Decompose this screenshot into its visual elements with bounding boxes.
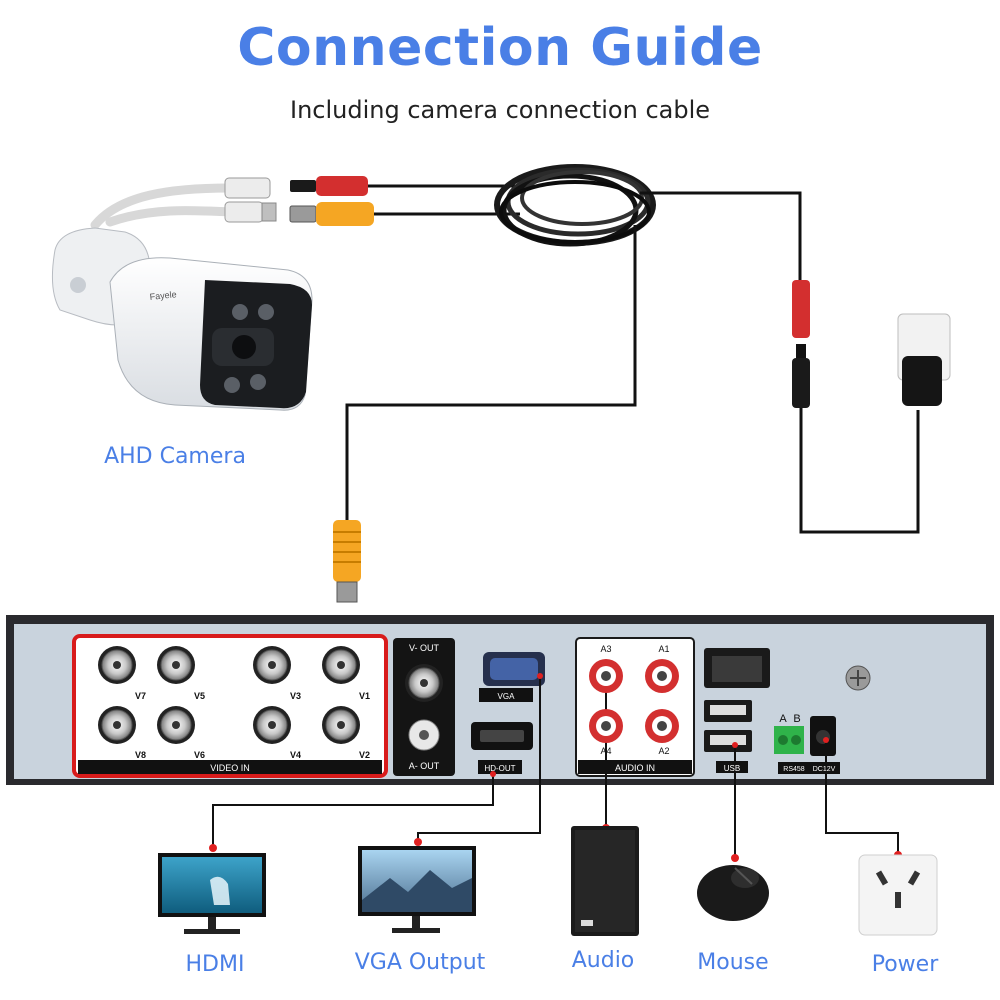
peripheral-cables bbox=[212, 672, 899, 858]
a-out-label: A- OUT bbox=[409, 761, 440, 771]
page-subtitle: Including camera connection cable bbox=[289, 96, 711, 124]
port-label-v7: V7 bbox=[135, 691, 146, 701]
a-out-pin bbox=[419, 730, 429, 740]
video-in-v4-pin bbox=[268, 721, 276, 729]
dc-label: DC12V bbox=[813, 766, 836, 773]
video-in-v8-pin bbox=[113, 721, 121, 729]
port-label-v6: V6 bbox=[194, 750, 205, 760]
camera-label: AHD Camera bbox=[104, 444, 246, 469]
video-in-v7-pin bbox=[113, 661, 121, 669]
v-out-label: V- OUT bbox=[409, 643, 440, 653]
vga-port-dot bbox=[537, 673, 543, 679]
power-outlet bbox=[858, 854, 938, 936]
dc-port-dot bbox=[823, 737, 829, 743]
audio-a3-pin bbox=[601, 671, 611, 681]
vga-port-label: VGA bbox=[498, 692, 516, 701]
port-label-v5: V5 bbox=[194, 691, 205, 701]
mouse bbox=[697, 865, 769, 921]
video-in-v3-pin bbox=[268, 661, 276, 669]
video-in-v5-pin bbox=[172, 661, 180, 669]
port-label-v3: V3 bbox=[290, 691, 301, 701]
speaker bbox=[571, 826, 639, 936]
camera-cable bbox=[289, 164, 951, 603]
audio-label-a4: A4 bbox=[600, 746, 611, 756]
power-label: Power bbox=[871, 952, 939, 977]
hdmi-lead-dot bbox=[209, 844, 217, 852]
rs485-label: RS458 bbox=[783, 766, 805, 773]
audio-label: Audio bbox=[571, 948, 635, 973]
port-label-v8: V8 bbox=[135, 750, 146, 760]
video-in-v2-pin bbox=[337, 721, 345, 729]
vga-output-label: VGA Output bbox=[354, 950, 486, 975]
hdmi-port-label: HD-OUT bbox=[484, 764, 515, 773]
video-in-title: VIDEO IN bbox=[210, 763, 250, 773]
hdmi-label: HDMI bbox=[185, 952, 245, 977]
rs485-a-label: A bbox=[779, 713, 787, 725]
page-title: Connection Guide bbox=[237, 18, 763, 78]
mouse-lead-dot bbox=[731, 854, 739, 862]
port-label-v1: V1 bbox=[359, 691, 370, 701]
ahd-camera: Fayele bbox=[51, 177, 313, 411]
port-label-v4: V4 bbox=[290, 750, 301, 760]
audio-in-title: AUDIO IN bbox=[615, 763, 655, 773]
mouse-label: Mouse bbox=[697, 950, 769, 975]
video-in-v1-pin bbox=[337, 661, 345, 669]
usb-port-dot bbox=[732, 742, 738, 748]
audio-a2-pin bbox=[657, 721, 667, 731]
video-in-v6-pin bbox=[172, 721, 180, 729]
vga-lead-dot bbox=[414, 838, 422, 846]
hdmi-monitor bbox=[158, 853, 266, 934]
audio-label-a2: A2 bbox=[658, 746, 669, 756]
vga-monitor bbox=[358, 846, 476, 933]
rs485-b-label: B bbox=[793, 713, 800, 725]
audio-a4-pin bbox=[601, 721, 611, 731]
port-label-v2: V2 bbox=[359, 750, 370, 760]
video-in-highlight bbox=[72, 634, 388, 778]
camera-brand: Fayele bbox=[149, 289, 177, 302]
hdmi-port-dot bbox=[490, 771, 496, 777]
audio-label-a1: A1 bbox=[658, 644, 669, 654]
v-out-connector-pin bbox=[420, 679, 428, 687]
audio-a1-pin bbox=[657, 671, 667, 681]
usb-label: USB bbox=[724, 764, 740, 773]
audio-label-a3: A3 bbox=[600, 644, 611, 654]
